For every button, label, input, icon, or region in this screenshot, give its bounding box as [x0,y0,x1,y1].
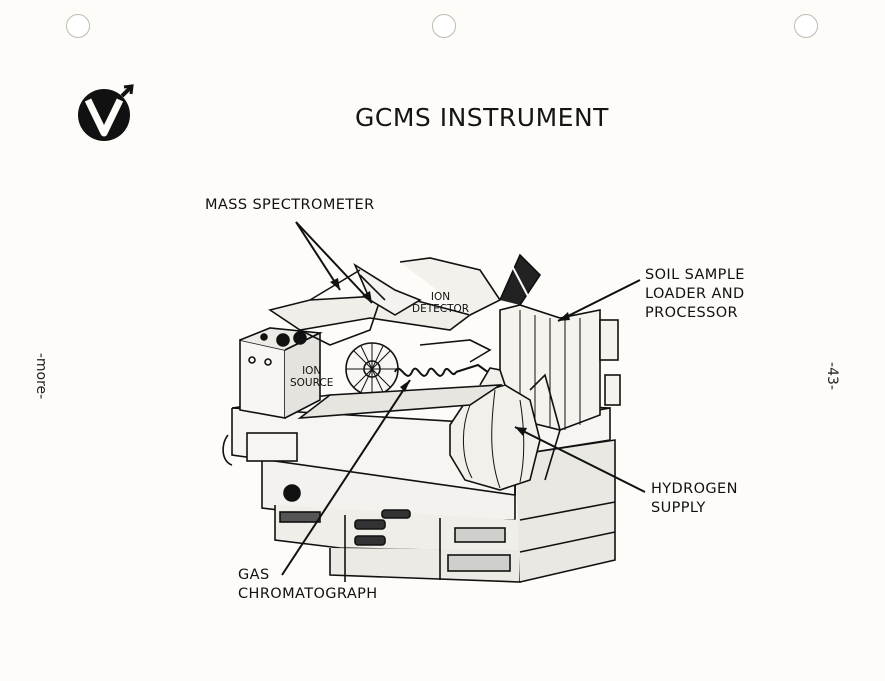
leader-arrowheads [330,278,570,436]
label-soil-sample: SOIL SAMPLE LOADER AND PROCESSOR [645,266,745,323]
binder-hole-center [432,14,456,38]
soil-sample-leader [557,279,641,322]
label-ion-detector-line-2: DETECTOR [412,303,470,315]
mass-spectrometer-leader-b [295,221,373,304]
instrument-illustration [222,253,621,583]
label-hydrogen-supply: HYDROGEN SUPPLY [651,480,738,518]
label-ion-source-line-2: SOURCE [290,377,334,389]
label-soil-sample-line-1: SOIL SAMPLE [645,267,745,283]
mass-spectrometer-leader-a [295,221,341,291]
leader-lines [281,221,646,576]
label-mass-spectrometer: MASS SPECTROMETER [205,197,375,213]
label-gas-chromatograph-line-2: CHROMATOGRAPH [238,586,378,602]
page-title: GCMS INSTRUMENT [355,103,609,132]
label-gas-chromatograph-line-1: GAS [238,567,270,583]
viking-logo-icon [78,84,134,141]
label-soil-sample-line-2: LOADER AND [645,286,745,302]
binder-hole-left [66,14,90,38]
label-ion-source: ION SOURCE [290,365,333,389]
gas-chromatograph-leader [281,379,411,576]
hydrogen-supply-leader [514,426,646,493]
label-hydrogen-supply-line-2: SUPPLY [651,500,706,516]
label-hydrogen-supply-line-1: HYDROGEN [651,481,738,497]
page-number: -43- [823,362,840,390]
label-gas-chromatograph: GAS CHROMATOGRAPH [238,566,378,604]
label-ion-source-line-1: ION [302,365,322,377]
label-ion-detector: ION DETECTOR [412,291,469,315]
margin-note-more: -more- [33,352,50,400]
label-soil-sample-line-3: PROCESSOR [645,305,739,321]
binder-hole-right [794,14,818,38]
label-ion-detector-line-1: ION [430,291,451,303]
